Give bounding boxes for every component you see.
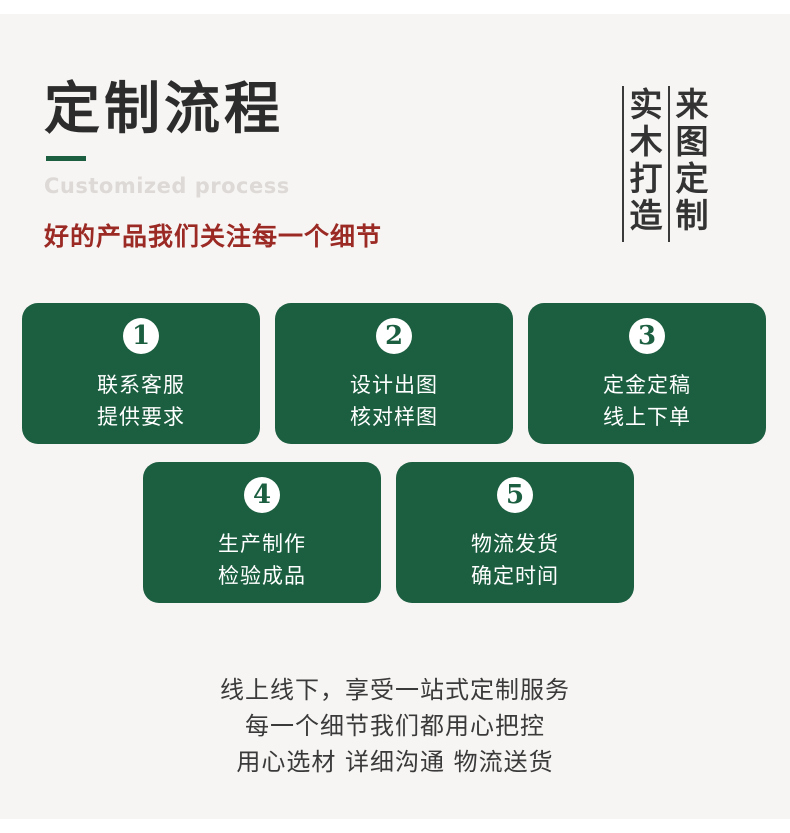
step-card-5: 5 物流发货 确定时间 (396, 462, 634, 603)
vertical-char: 制 (675, 196, 709, 235)
vertical-divider-left (622, 86, 624, 242)
vertical-tagline: 实 木 打 造 来 图 定 制 (622, 86, 714, 244)
step-detail: 核对样图 (350, 405, 438, 429)
vertical-text-left: 实 木 打 造 (624, 86, 668, 234)
page-title: 定制流程 (44, 77, 284, 142)
step-detail: 线上下单 (603, 405, 691, 429)
footer-line-2: 每一个细节我们都用心把控 (245, 712, 545, 740)
step-detail: 提供要求 (97, 405, 185, 429)
vertical-char: 来 (675, 85, 709, 124)
step-detail: 确定时间 (471, 564, 559, 588)
step-card-4: 4 生产制作 检验成品 (143, 462, 381, 603)
step-title: 定金定稿 (603, 373, 691, 397)
vertical-char: 定 (675, 159, 709, 198)
vertical-char: 打 (629, 159, 663, 198)
step-title: 联系客服 (97, 373, 185, 397)
step-number-badge: 4 (244, 477, 280, 513)
process-steps: 1 联系客服 提供要求 2 设计出图 核对样图 3 定金定稿 线上下单 4 生产… (0, 14, 790, 833)
vertical-char: 造 (629, 196, 663, 235)
title-underline (46, 156, 86, 161)
step-detail: 检验成品 (218, 564, 306, 588)
step-title: 生产制作 (218, 532, 306, 556)
footer-line-3: 用心选材 详细沟通 物流送货 (236, 748, 554, 776)
step-number-badge: 1 (123, 318, 159, 354)
slogan: 好的产品我们关注每一个细节 (44, 222, 383, 251)
step-number-badge: 3 (629, 318, 665, 354)
step-number-badge: 5 (497, 477, 533, 513)
step-title: 物流发货 (471, 532, 559, 556)
footer-line-1: 线上线下，享受一站式定制服务 (220, 676, 570, 704)
step-title: 设计出图 (350, 373, 438, 397)
vertical-char: 图 (675, 122, 709, 161)
step-number-badge: 2 (376, 318, 412, 354)
step-card-3: 3 定金定稿 线上下单 (528, 303, 766, 444)
vertical-char: 实 (629, 85, 663, 124)
step-card-2: 2 设计出图 核对样图 (275, 303, 513, 444)
vertical-char: 木 (629, 122, 663, 161)
subtitle-english: Customized process (44, 174, 290, 198)
vertical-text-right: 来 图 定 制 (670, 86, 714, 234)
vertical-divider-middle (668, 86, 670, 242)
step-card-1: 1 联系客服 提供要求 (22, 303, 260, 444)
